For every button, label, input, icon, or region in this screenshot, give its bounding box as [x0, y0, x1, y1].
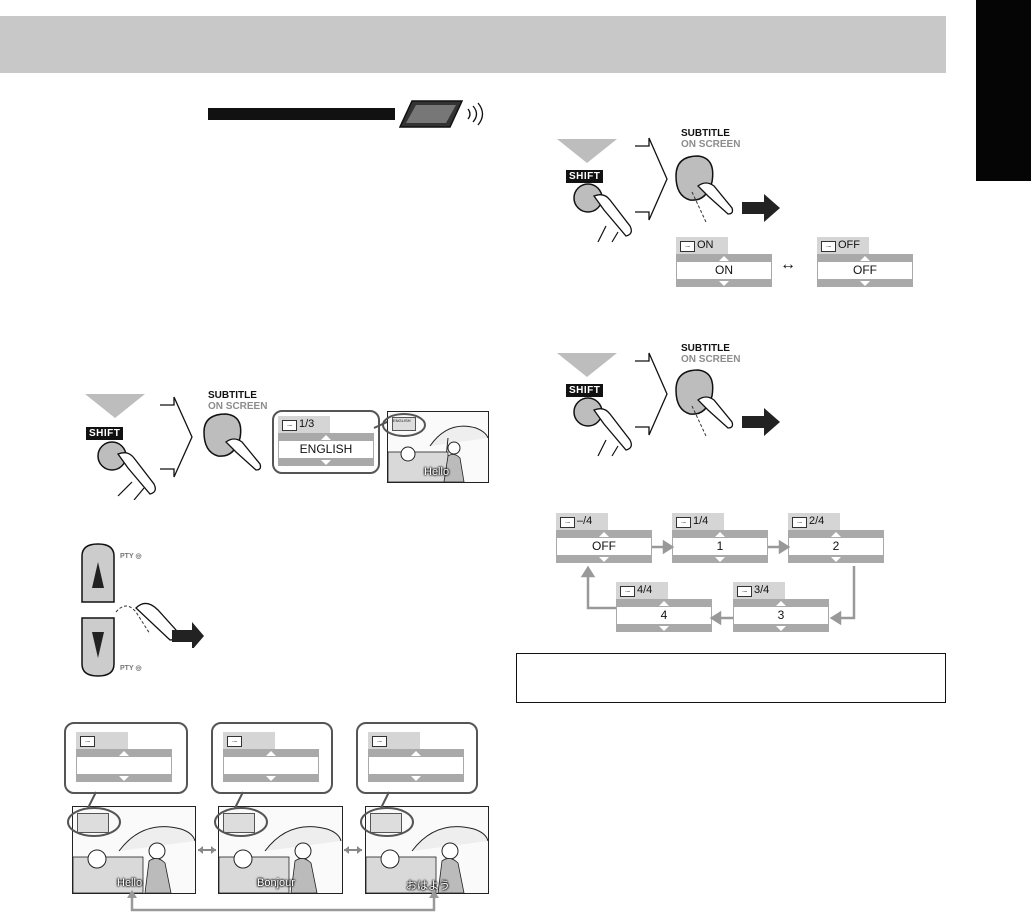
language-side-tab	[976, 0, 1031, 181]
scene-subtitle-text: Bonjour	[257, 877, 295, 889]
subtitle-button-label: SUBTITLE ON SCREEN	[208, 390, 268, 412]
subtitle-icon: ....	[620, 586, 635, 597]
remote-indicator-bar	[208, 108, 395, 120]
scene-subtitle-text: Hello	[117, 877, 143, 889]
down-arrow-icon	[557, 139, 617, 163]
up-arrow-icon	[321, 435, 331, 440]
shift-button-press-icon[interactable]	[568, 394, 640, 458]
pty-down-label: PTY ◎	[120, 665, 142, 672]
subtitle-cycle-arrows	[580, 539, 856, 626]
shift-key-label: SHIFT	[566, 380, 604, 398]
mini-osd: ENGLISH	[392, 417, 416, 431]
remote-control-icon	[398, 100, 484, 128]
language-scene-1: Hello	[72, 806, 196, 894]
note-text	[517, 654, 945, 670]
subtitle-cycle-osd-1: .... 1/4 1	[672, 513, 768, 563]
language-scene-3: おはよう	[365, 806, 489, 894]
section-header-bar	[0, 16, 946, 73]
next-step-arrow-icon	[635, 352, 668, 436]
subtitle-button-label: SUBTITLE ON SCREEN	[681, 343, 741, 365]
movie-scene-image: ENGLISH Hello	[387, 411, 489, 483]
subtitle-icon: ....	[737, 586, 752, 597]
shift-key-label: SHIFT	[566, 166, 604, 184]
subtitle-icon: ....	[680, 241, 695, 252]
next-step-arrow-icon	[635, 137, 668, 221]
lang-osd-bubble-1: ....	[64, 722, 188, 794]
subtitle-cycle-osd-off: .... –/4 OFF	[556, 513, 652, 563]
subtitle-icon: ....	[821, 241, 836, 252]
scene-subtitle-text: おはよう	[406, 880, 450, 892]
language-cycle-connectors	[67, 791, 439, 912]
subtitle-on-osd: .... ON ON	[676, 237, 772, 289]
note-box	[516, 653, 946, 703]
subtitle-osd-value: ENGLISH	[278, 441, 374, 458]
subtitle-icon: ....	[560, 517, 575, 528]
finger-press-icon	[115, 602, 204, 648]
subtitle-button-press-icon[interactable]	[668, 152, 784, 226]
subtitle-cycle-osd-3: .... 3/4 3	[733, 582, 829, 632]
subtitle-osd-bubble: .... 1/3 ENGLISH	[272, 410, 380, 474]
down-arrow-icon	[321, 460, 331, 465]
down-arrow-icon	[557, 353, 617, 377]
subtitle-cycle-osd-4: .... 4/4 4	[616, 582, 712, 632]
subtitle-icon: ....	[282, 420, 297, 431]
down-arrow-icon	[85, 394, 145, 418]
subtitle-cycle-osd-2: .... 2/4 2	[788, 513, 884, 563]
lang-osd-bubble-3: ....	[356, 722, 478, 794]
subtitle-button-press-icon[interactable]	[196, 410, 264, 472]
subtitle-osd: .... 1/3 ENGLISH	[278, 416, 374, 466]
lang-osd-bubble-2: ....	[211, 722, 333, 794]
subtitle-button-label: SUBTITLE ON SCREEN	[681, 128, 741, 150]
subtitle-icon: ....	[792, 517, 807, 528]
toggle-arrow: ↔	[780, 256, 796, 273]
shift-key-label: SHIFT	[86, 423, 124, 441]
shift-button-press-icon[interactable]	[568, 180, 640, 244]
shift-button-press-icon[interactable]	[92, 438, 162, 500]
mini-osd-highlight	[382, 413, 426, 437]
scene-subtitle-text: Hello	[424, 466, 450, 478]
subtitle-osd-caption: 1/3	[299, 418, 315, 430]
pty-up-label: PTY ◎	[120, 553, 142, 560]
subtitle-off-osd: .... OFF OFF	[817, 237, 913, 289]
subtitle-icon: ....	[227, 736, 242, 747]
subtitle-icon: ....	[676, 517, 691, 528]
subtitle-button-press-icon[interactable]	[668, 366, 784, 440]
subtitle-icon: ....	[372, 736, 387, 747]
language-scene-2: Bonjour	[218, 806, 343, 894]
cursor-buttons-illustration	[81, 543, 115, 677]
next-step-arrow-icon	[160, 396, 193, 478]
subtitle-icon: ....	[80, 736, 95, 747]
scene-illustration	[388, 425, 488, 482]
